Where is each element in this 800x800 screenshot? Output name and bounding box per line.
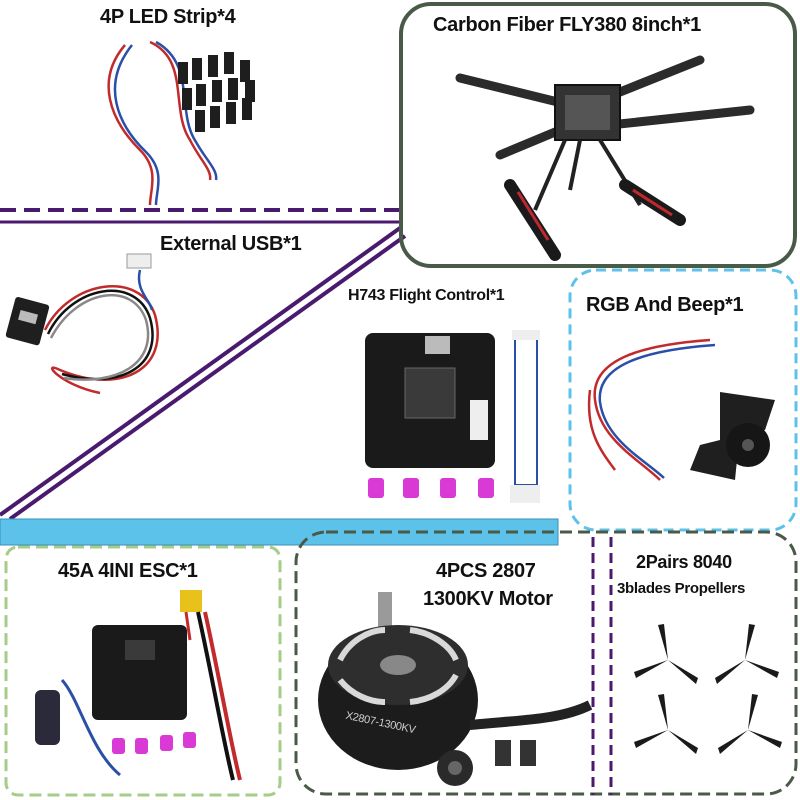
led-strip-illustration — [107, 40, 255, 206]
purple-divider — [0, 208, 407, 521]
rgb-beep-label: RGB And Beep*1 — [586, 294, 744, 316]
usb-label: External USB*1 — [160, 233, 302, 255]
rgb-panel-border — [568, 268, 798, 532]
motor-panel-border — [294, 530, 798, 796]
frame-panel-border — [399, 2, 797, 268]
propellers-illustration — [634, 624, 782, 754]
props-label-line1: 2Pairs 8040 — [636, 552, 732, 572]
frame-label: Carbon Fiber FLY380 8inch*1 — [433, 14, 701, 36]
motor-illustration — [318, 592, 593, 786]
esc-panel-border — [4, 545, 282, 797]
led-strip-label: 4P LED Strip*4 — [100, 6, 236, 28]
flight-control-illustration — [365, 330, 540, 503]
rgb-beep-illustration — [587, 338, 775, 481]
blue-bar — [0, 518, 559, 546]
usb-illustration — [5, 253, 159, 395]
props-label-line2: 3blades Propellers — [617, 580, 745, 597]
esc-label: 45A 4INI ESC*1 — [58, 560, 198, 582]
flight-control-label: H743 Flight Control*1 — [348, 287, 505, 304]
esc-illustration — [35, 590, 242, 781]
motor-label-line2: 1300KV Motor — [423, 588, 553, 610]
motor-label-line1: 4PCS 2807 — [436, 560, 536, 582]
frame-illustration — [455, 55, 755, 261]
